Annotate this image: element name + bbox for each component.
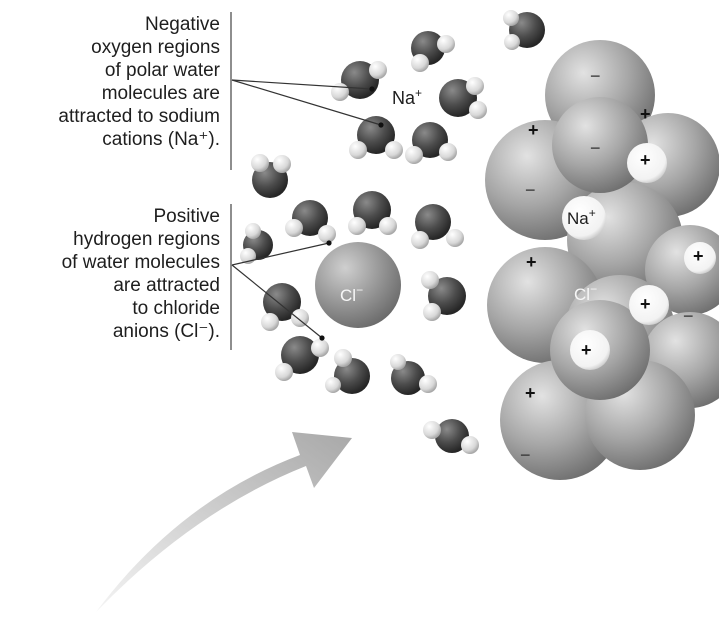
caption-line: are attracted xyxy=(0,274,220,297)
caption-line: of polar water xyxy=(0,59,220,82)
chloride-charge: − xyxy=(590,282,597,296)
crystal-plus-sign: + xyxy=(693,246,704,267)
crystal-plus-sign: + xyxy=(640,150,651,171)
sodium-symbol: Na xyxy=(392,88,415,108)
caption-line: Positive xyxy=(0,205,220,228)
caption-line: cations (Na⁺). xyxy=(0,128,220,151)
salt-crystal xyxy=(485,40,719,480)
crystal-minus-sign: − xyxy=(590,66,601,87)
crystal-plus-sign: + xyxy=(581,340,592,361)
caption-line: anions (Cl⁻). xyxy=(0,320,220,343)
crystal-minus-sign: − xyxy=(683,306,694,327)
caption-line: attracted to sodium xyxy=(0,105,220,128)
caption-hydrogen-chloride: Positive hydrogen regions of water molec… xyxy=(0,205,220,343)
chloride-ion-label: Cl− xyxy=(340,283,363,306)
caption-line: of water molecules xyxy=(0,251,220,274)
caption-line: hydrogen regions xyxy=(0,228,220,251)
sodium-charge: + xyxy=(415,86,422,100)
crystal-plus-sign: + xyxy=(525,383,536,404)
crystal-minus-sign: − xyxy=(590,138,601,159)
crystal-plus-sign: + xyxy=(528,120,539,141)
crystal-sodium-label: Na+ xyxy=(567,206,596,229)
crystal-plus-sign: + xyxy=(526,252,537,273)
dissolving-arrow xyxy=(96,432,352,612)
crystal-minus-sign: − xyxy=(520,445,531,466)
caption-line: to chloride xyxy=(0,297,220,320)
crystal-chloride-label: Cl− xyxy=(574,282,597,305)
caption-line: Negative xyxy=(0,13,220,36)
chloride-symbol: Cl xyxy=(574,285,590,304)
sodium-ion-label: Na+ xyxy=(392,86,422,109)
caption-line: oxygen regions xyxy=(0,36,220,59)
chloride-symbol: Cl xyxy=(340,286,356,305)
sodium-symbol: Na xyxy=(567,209,589,228)
caption-oxygen-sodium: Negative oxygen regions of polar water m… xyxy=(0,13,220,151)
water-molecules xyxy=(240,10,545,454)
sodium-charge: + xyxy=(589,206,596,220)
caption-line: molecules are xyxy=(0,82,220,105)
chloride-charge: − xyxy=(356,283,363,297)
crystal-minus-sign: − xyxy=(525,180,536,201)
crystal-plus-sign: + xyxy=(640,294,651,315)
crystal-plus-sign: + xyxy=(640,104,651,125)
